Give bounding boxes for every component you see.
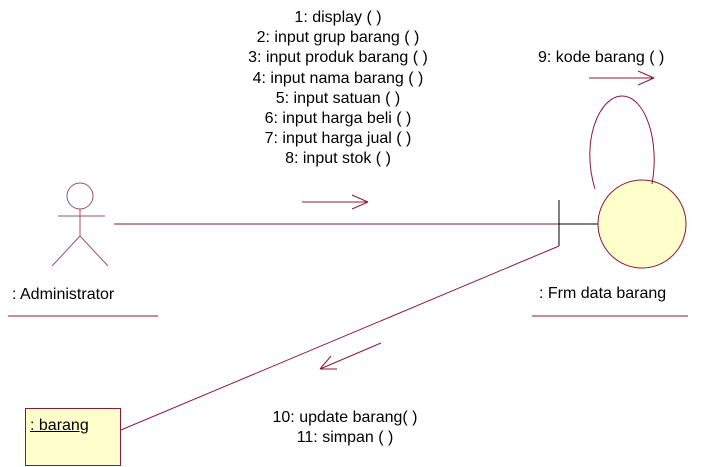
link-form-entity [120, 245, 560, 431]
actor-left-leg [51, 235, 81, 267]
message-label: 11: simpan ( ) [296, 429, 394, 447]
message-label: 3: input produk barang ( ) [248, 49, 428, 67]
actor-label: : Administrator [12, 286, 115, 303]
boundary-circle [597, 179, 687, 269]
message-label: 2: input grup barang ( ) [256, 29, 420, 47]
message-label: 8: input stok ( ) [285, 150, 391, 168]
entity-label: : barang [30, 417, 89, 434]
arrow-self [589, 70, 655, 86]
actor-figure [51, 182, 109, 267]
self-message-label: 9: kode barang ( ) [538, 49, 665, 66]
message-label: 4: input nama barang ( ) [252, 69, 424, 87]
arrow-form-to-entity [319, 342, 382, 370]
boundary-label: : Frm data barang [539, 285, 667, 302]
boundary-object [558, 179, 687, 269]
message-label: 5: input satuan ( ) [275, 89, 401, 107]
message-label: 1: display ( ) [294, 9, 382, 26]
messages-form-to-entity: 10: update barang( ) 11: simpan ( ) [240, 408, 450, 448]
arrow-actor-to-form [302, 194, 369, 210]
message-label: 10: update barang( ) [272, 409, 418, 426]
entity-object-box [25, 408, 121, 466]
actor-right-leg [79, 235, 109, 267]
self-link-loop [589, 95, 655, 190]
actor-head [66, 182, 94, 210]
message-label: 6: input harga beli ( ) [264, 110, 412, 128]
messages-actor-to-form: 1: display ( ) 2: input grup barang ( ) … [208, 8, 468, 170]
message-label: 7: input harga jual ( ) [264, 130, 412, 148]
